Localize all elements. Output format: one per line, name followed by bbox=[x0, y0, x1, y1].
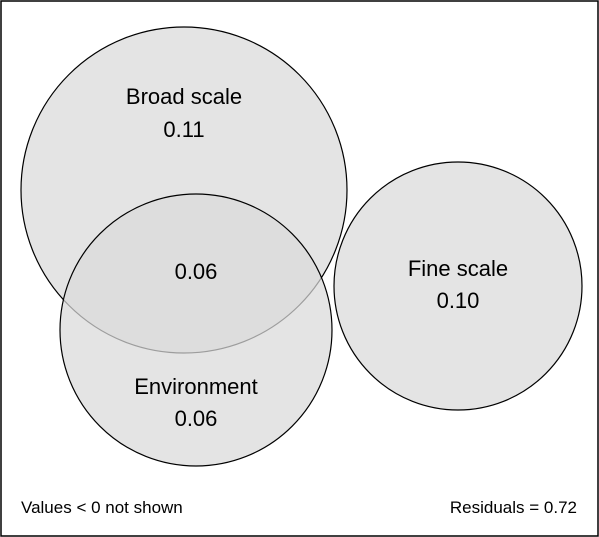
broad-scale-value: 0.11 bbox=[163, 117, 204, 142]
fine-scale-name: Fine scale bbox=[408, 256, 508, 281]
environment-value: 0.06 bbox=[175, 406, 218, 431]
broad-scale-name: Broad scale bbox=[126, 84, 242, 109]
values-not-shown-note: Values < 0 not shown bbox=[21, 498, 183, 517]
environment-circle bbox=[59, 193, 333, 467]
environment-name: Environment bbox=[134, 374, 258, 399]
fine-scale-value: 0.10 bbox=[437, 288, 480, 313]
residuals-label: Residuals = 0.72 bbox=[450, 498, 577, 517]
overlap-broad-environment-value: 0.06 bbox=[175, 259, 218, 284]
fine-scale-circle bbox=[333, 161, 583, 411]
